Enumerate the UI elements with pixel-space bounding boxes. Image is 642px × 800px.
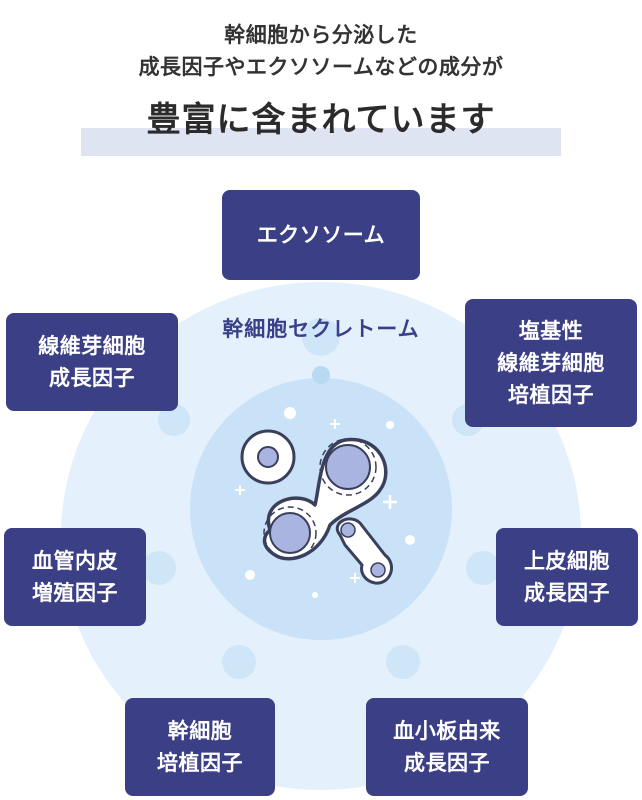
box-exosome: エクソソーム (222, 190, 420, 280)
box-basic-fibroblast-line-2: 線維芽細胞 (497, 351, 605, 375)
box-stem-cell-culture: 幹細胞 培植因子 (125, 698, 275, 796)
ring-dot (302, 318, 340, 356)
box-vascular-line-2: 増殖因子 (32, 581, 118, 605)
box-epidermal-line-2: 成長因子 (524, 581, 610, 605)
ring-dot (142, 551, 176, 585)
headline: 豊富に含まれています (146, 100, 496, 140)
subtitle-line-1: 幹細胞から分泌した (224, 23, 418, 47)
headline-highlight (81, 128, 561, 156)
box-epidermal-growth-factor: 上皮細胞 成長因子 (496, 528, 638, 626)
ring-dot (222, 645, 256, 679)
box-basic-fibroblast-line-1: 塩基性 (518, 319, 584, 343)
stem-cell-illustration (235, 407, 415, 598)
box-epidermal-line-1: 上皮細胞 (524, 549, 610, 573)
box-exosome-line-1: エクソソーム (256, 223, 386, 247)
box-vascular-endothelial: 血管内皮 増殖因子 (4, 528, 146, 626)
subtitle-line-2: 成長因子やエクソソームなどの成分が (138, 55, 504, 79)
box-platelet-line-1: 血小板由来 (393, 719, 501, 743)
box-stem-culture-line-1: 幹細胞 (167, 719, 233, 743)
headline-wrap: 豊富に含まれています (0, 92, 642, 141)
box-fibroblast-line-2: 成長因子 (49, 366, 135, 390)
ring-dot (386, 645, 420, 679)
box-basic-fibroblast-line-3: 培植因子 (508, 383, 594, 407)
center-label: 幹細胞セクレトーム (222, 317, 420, 341)
box-platelet-line-2: 成長因子 (404, 751, 490, 775)
ring-dot (312, 366, 330, 384)
box-vascular-line-1: 血管内皮 (32, 549, 118, 573)
box-stem-culture-line-2: 培植因子 (157, 751, 243, 775)
box-fibroblast-growth-factor: 線維芽細胞 成長因子 (6, 313, 178, 411)
ring-dot (466, 551, 500, 585)
box-basic-fibroblast: 塩基性 線維芽細胞 培植因子 (465, 299, 637, 427)
box-platelet-derived: 血小板由来 成長因子 (366, 698, 528, 796)
box-fibroblast-line-1: 線維芽細胞 (38, 334, 146, 358)
